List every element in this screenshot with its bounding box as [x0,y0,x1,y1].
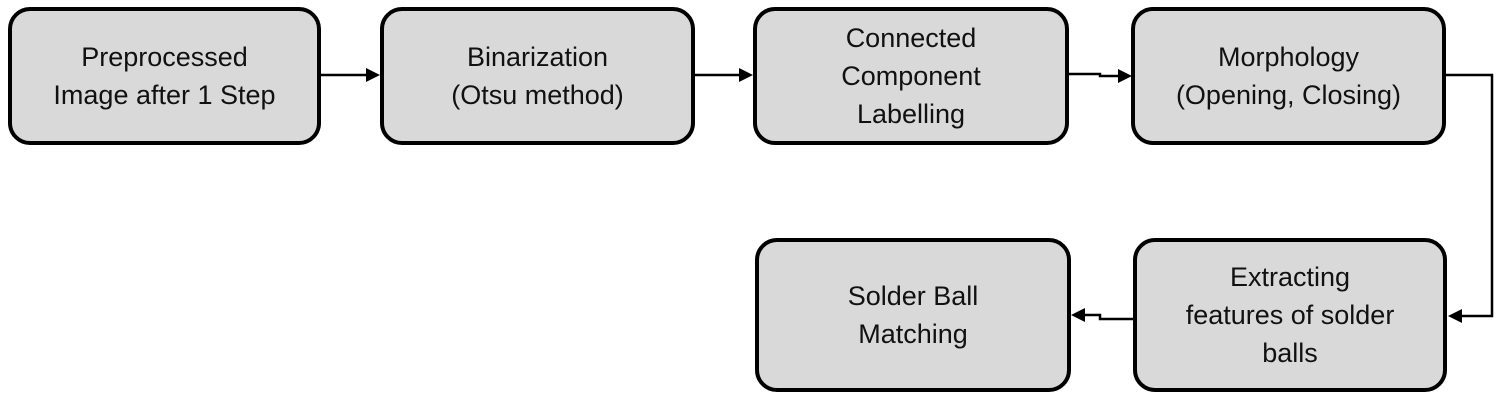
arrowhead-icon [366,68,380,82]
edge-extracting-to-matching [1071,308,1133,322]
node-label: Connected Component Labelling [841,19,981,133]
arrowhead-icon [1071,308,1085,322]
node-label-line: Binarization [466,42,609,72]
node-label: Extracting features of solder balls [1186,258,1395,372]
edge-ccl-to-morphology [1069,69,1132,83]
node-label-line: features of solder [1185,300,1395,330]
node-label-line: Extracting [1229,262,1351,292]
node-label-line: Labelling [856,99,966,129]
edge-preprocessed-to-binarization [321,68,380,82]
node-label-line: (Otsu method) [451,80,624,110]
node-label-line: (Opening, Closing) [1175,80,1402,110]
node-binarization: Binarization (Otsu method) [380,7,695,145]
node-preprocessed: Preprocessed Image after 1 Step [8,7,321,145]
edge-binarization-to-ccl [695,68,753,82]
node-extracting-features: Extracting features of solder balls [1133,238,1447,392]
arrowhead-icon [1448,309,1462,323]
node-solder-ball-matching: Solder Ball Matching [755,238,1071,392]
node-label-line: Component [841,61,981,91]
edge-morphology-to-extracting [1446,73,1494,323]
node-label-line: Image after 1 Step [53,80,276,110]
arrowhead-icon [739,68,753,82]
node-morphology: Morphology (Opening, Closing) [1131,7,1446,145]
node-label-line: Preprocessed [81,42,248,72]
node-label-line: Connected [845,23,977,53]
node-label: Solder Ball Matching [848,277,979,353]
node-label: Preprocessed Image after 1 Step [53,38,275,114]
arrowhead-icon [1118,69,1132,83]
node-label: Morphology (Opening, Closing) [1176,38,1401,114]
node-label: Binarization (Otsu method) [451,38,624,114]
node-connected-component-labelling: Connected Component Labelling [753,7,1069,145]
node-label-line: Matching [858,319,968,349]
node-label-line: Morphology [1217,42,1360,72]
node-label-line: balls [1262,338,1318,368]
node-label-line: Solder Ball [847,281,979,311]
